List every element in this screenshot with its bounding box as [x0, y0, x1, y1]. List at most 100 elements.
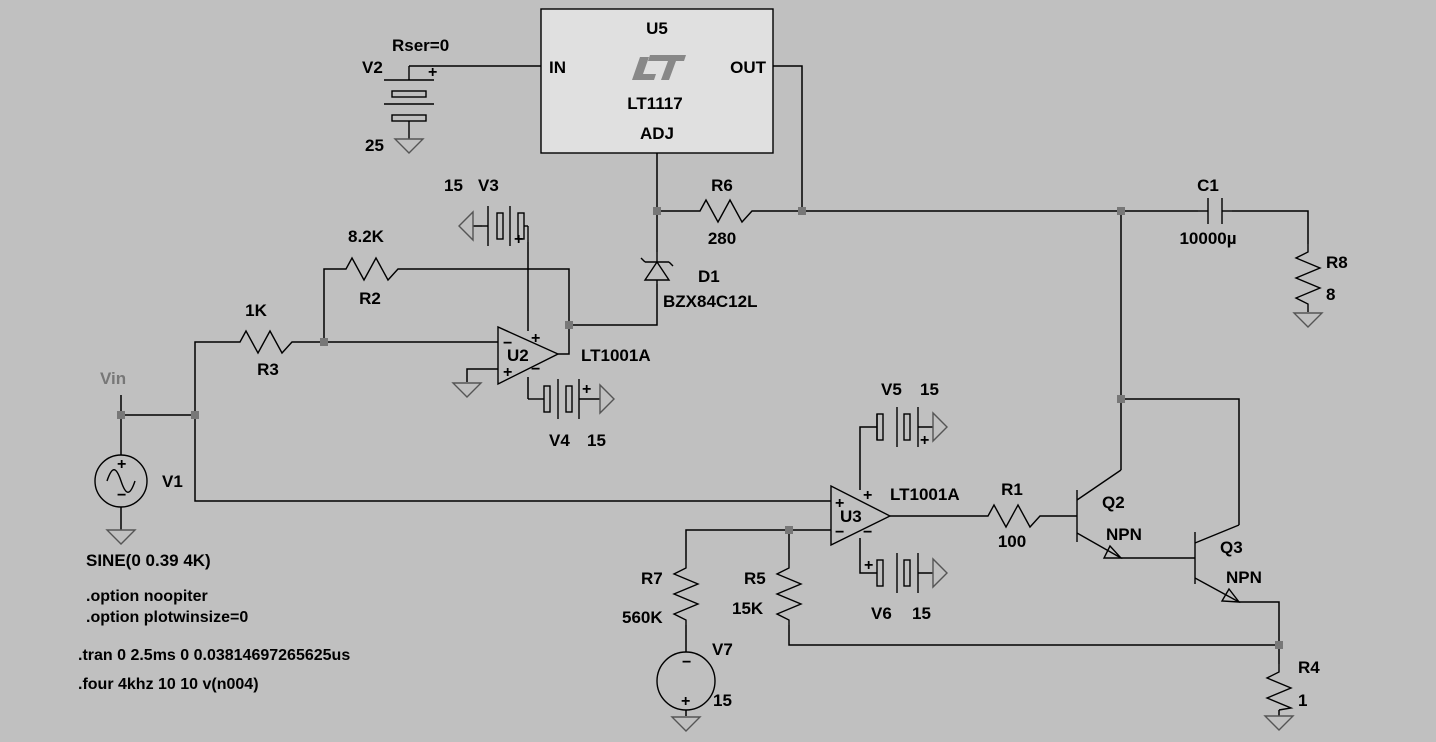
r7-resistor[interactable]: R7 560K — [622, 560, 700, 627]
v2-param: Rser=0 — [392, 36, 449, 55]
ground-icon — [932, 411, 948, 443]
q2-value: NPN — [1106, 525, 1142, 544]
junction-dot — [1117, 395, 1125, 403]
r5-ref: R5 — [744, 569, 766, 588]
v1-value: SINE(0 0.39 4K) — [86, 551, 211, 570]
minus-sign: − — [682, 654, 691, 671]
directive-line: .option plotwinsize=0 — [86, 609, 248, 626]
v2-ref: V2 — [362, 58, 383, 77]
v5-ref: V5 — [881, 380, 902, 399]
r6-resistor[interactable]: R6 280 — [693, 176, 758, 248]
q3-npn-transistor[interactable]: Q3 NPN — [1194, 524, 1262, 603]
r3-ref: R3 — [257, 360, 279, 379]
junction-dot — [798, 207, 806, 215]
q2-npn-transistor[interactable]: Q2 NPN — [1076, 469, 1142, 559]
ground-icon — [670, 716, 702, 732]
v3-battery[interactable]: + 15 V3 — [444, 176, 529, 248]
vin-net-label: Vin — [100, 369, 126, 388]
directive-line: .four 4khz 10 10 v(n004) — [78, 676, 259, 693]
v1-ref: V1 — [162, 472, 183, 491]
r1-ref: R1 — [1001, 480, 1023, 499]
r3-resistor[interactable]: 1K R3 — [232, 301, 300, 379]
q3-ref: Q3 — [1220, 538, 1243, 557]
r4-value: 1 — [1298, 691, 1307, 710]
v5-battery[interactable]: + V5 15 — [876, 380, 939, 449]
q3-value: NPN — [1226, 568, 1262, 587]
r2-value: 8.2K — [348, 227, 385, 246]
v6-value: 15 — [912, 604, 931, 623]
c1-value: 10000µ — [1179, 229, 1236, 248]
r8-ref: R8 — [1326, 253, 1348, 272]
ground-icon — [105, 529, 137, 545]
u2-opamp[interactable]: − + + − U2 LT1001A — [497, 325, 651, 386]
minus-sign: − — [117, 487, 126, 504]
c1-capacitor[interactable]: C1 10000µ — [1179, 176, 1236, 248]
r5-value: 15K — [732, 599, 764, 618]
r5-resistor[interactable]: R5 15K — [732, 560, 803, 625]
v2-value: 25 — [365, 136, 384, 155]
v1-sine-source[interactable]: + − V1 SINE(0 0.39 4K) — [86, 454, 211, 570]
ground-icon — [451, 382, 483, 398]
regulator-ref: U5 — [646, 19, 668, 38]
u2-ref: U2 — [507, 346, 529, 365]
wires — [120, 65, 1309, 716]
regulator-pin-in: IN — [549, 58, 566, 77]
plus-sign: + — [514, 231, 523, 248]
r2-resistor[interactable]: 8.2K R2 — [339, 227, 404, 308]
plus-sign: + — [920, 432, 929, 449]
plus-sign: + — [681, 693, 690, 710]
plus-sign: + — [835, 495, 844, 512]
plus-sign: + — [428, 64, 437, 81]
plus-sign: + — [582, 381, 591, 398]
ground-icon — [1263, 715, 1295, 731]
lt-logo-icon — [632, 55, 686, 80]
junctions — [117, 207, 1283, 649]
v7-dc-source[interactable]: − + V7 15 — [656, 640, 733, 711]
v4-battery[interactable]: + V4 15 — [528, 379, 606, 450]
directive-line: .tran 0 2.5ms 0 0.03814697265625us — [78, 647, 350, 664]
ground-icon — [1292, 312, 1324, 328]
junction-dot — [320, 338, 328, 346]
junction-dot — [653, 207, 661, 215]
regulator-part: LT1117 — [627, 94, 682, 113]
d1-value: BZX84C12L — [663, 292, 757, 311]
ground-icon — [599, 383, 615, 415]
v7-value: 15 — [713, 691, 732, 710]
ground-icon — [932, 557, 948, 589]
r7-ref: R7 — [641, 569, 663, 588]
minus-sign: − — [531, 361, 540, 378]
regulator-pin-out: OUT — [730, 58, 767, 77]
v4-value: 15 — [587, 431, 606, 450]
ground-icon — [393, 138, 425, 154]
plus-sign: + — [117, 456, 126, 473]
junction-dot — [1117, 207, 1125, 215]
r4-resistor[interactable]: R4 1 — [1265, 658, 1320, 711]
u3-opamp[interactable]: + − + − U3 LT1001A — [830, 484, 960, 547]
r7-value: 560K — [622, 608, 663, 627]
v6-battery[interactable]: + V6 15 — [864, 553, 931, 623]
v3-ref: V3 — [478, 176, 499, 195]
v2-battery[interactable]: + V2 Rser=0 25 — [362, 36, 449, 155]
spice-directives[interactable]: .option noopiter .option plotwinsize=0 .… — [78, 588, 350, 693]
minus-sign: − — [863, 524, 872, 541]
ground-icon — [458, 210, 474, 242]
u3-value: LT1001A — [890, 485, 960, 504]
d1-zener-diode[interactable]: D1 BZX84C12L — [640, 252, 757, 311]
c1-ref: C1 — [1197, 176, 1219, 195]
v6-ref: V6 — [871, 604, 892, 623]
minus-sign: − — [835, 524, 844, 541]
r8-resistor[interactable]: R8 8 — [1294, 244, 1348, 312]
r1-resistor[interactable]: R1 100 — [982, 480, 1044, 551]
v5-value: 15 — [920, 380, 939, 399]
r6-value: 280 — [708, 229, 736, 248]
plus-sign: + — [863, 487, 872, 504]
junction-dot — [785, 526, 793, 534]
u3-ref: U3 — [840, 507, 862, 526]
regulator-u5[interactable]: U5 IN OUT LT1117 ADJ — [540, 8, 774, 154]
v7-ref: V7 — [712, 640, 733, 659]
r4-ref: R4 — [1298, 658, 1320, 677]
plus-sign: + — [864, 557, 873, 574]
junction-dot — [191, 411, 199, 419]
v3-value: 15 — [444, 176, 463, 195]
